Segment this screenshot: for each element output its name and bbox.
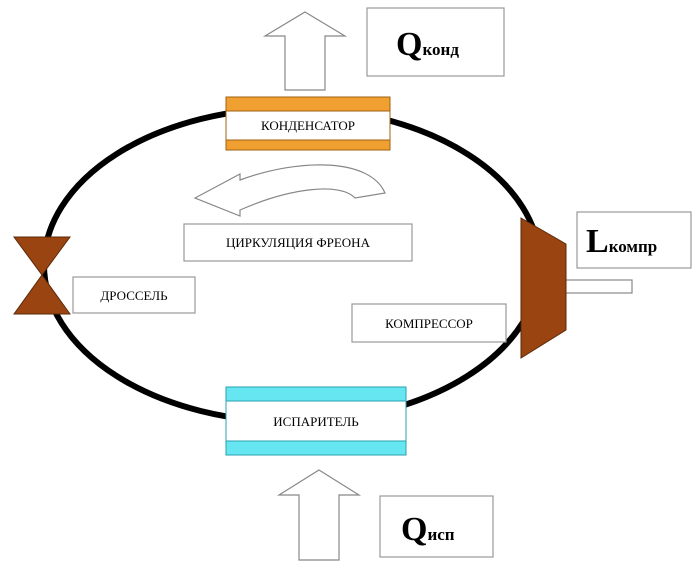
compressor	[520, 217, 567, 359]
circulation-label-box: ЦИРКУЛЯЦИЯ ФРЕОНА	[183, 223, 413, 262]
q-cond-subscript: конд	[422, 40, 459, 59]
heat-out-arrow	[262, 11, 348, 91]
l-comp-label-box: Lкомпр	[576, 211, 692, 269]
circulation-arrow	[193, 164, 386, 217]
q-cond-symbol: Q	[396, 26, 422, 63]
throttle-label: ДРОССЕЛЬ	[100, 288, 168, 303]
svg-text:Qконд: Qконд	[396, 26, 459, 63]
throttle-label-box: ДРОССЕЛЬ	[72, 276, 196, 314]
q-evap-subscript: исп	[427, 525, 454, 544]
compressor-label-box: КОМПРЕССОР	[351, 303, 507, 343]
heat-in-arrow	[276, 469, 362, 561]
evaporator-label: ИСПАРИТЕЛЬ	[273, 414, 359, 429]
q-evap-label-box: Qисп	[379, 495, 494, 558]
evaporator: ИСПАРИТЕЛЬ	[225, 386, 407, 456]
refrigerant-loop	[41, 105, 543, 425]
compressor-shaft	[561, 279, 633, 294]
compressor-label: КОМПРЕССОР	[385, 316, 473, 331]
condenser: КОНДЕНСАТОР	[225, 96, 391, 151]
svg-text:Qисп: Qисп	[401, 511, 455, 548]
q-evap-symbol: Q	[401, 511, 427, 548]
l-comp-symbol: L	[586, 223, 609, 260]
circulation-label: ЦИРКУЛЯЦИЯ ФРЕОНА	[226, 235, 371, 250]
condenser-label: КОНДЕНСАТОР	[261, 118, 355, 133]
throttle-valve	[13, 236, 71, 315]
svg-text:Lкомпр: Lкомпр	[586, 223, 657, 260]
l-comp-subscript: компр	[609, 237, 658, 256]
q-cond-label-box: Qконд	[366, 7, 505, 77]
